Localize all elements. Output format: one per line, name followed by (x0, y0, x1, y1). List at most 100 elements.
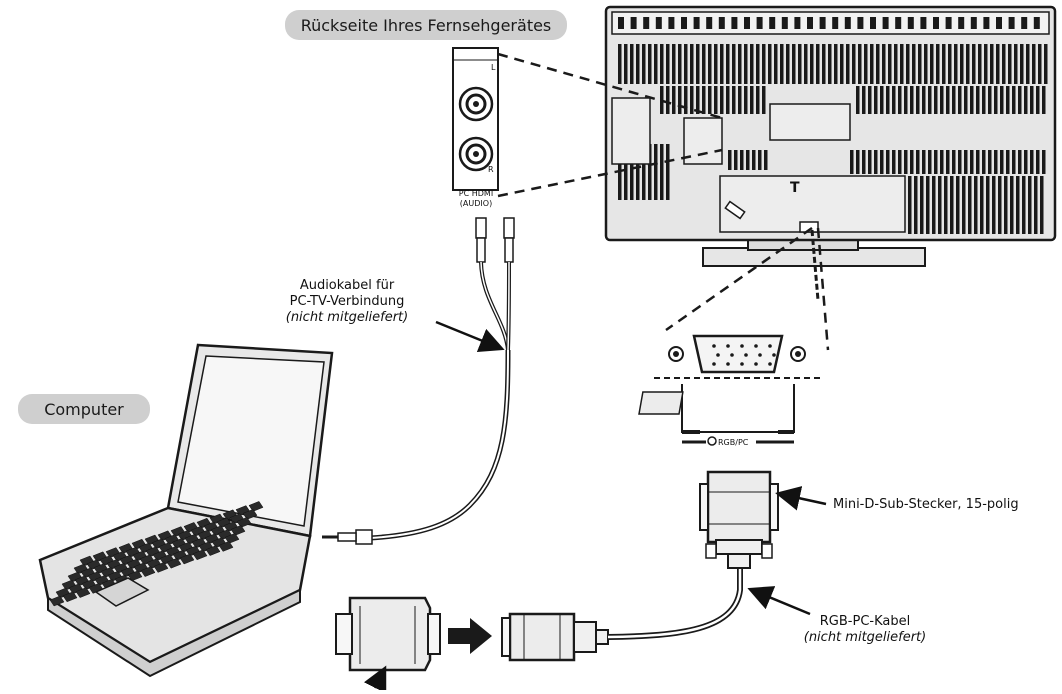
tv-vent-bar (708, 86, 712, 114)
tv-vent-bar (762, 86, 766, 114)
tv-vent-bar (762, 44, 766, 84)
tv-top-slot (630, 17, 637, 29)
tv-vent-bar (734, 150, 738, 170)
tv-vent-bar (944, 176, 948, 234)
tv-vent-bar (1036, 86, 1040, 114)
tv-vent-bar (744, 86, 748, 114)
laptop-key (236, 517, 252, 528)
tv-top-slot (857, 17, 864, 29)
tv-vent-bar (916, 86, 920, 114)
tv-vent-bar (690, 44, 694, 84)
tv-vent-bar (690, 86, 694, 114)
tv-top-slot (655, 17, 662, 29)
tv-vent-grilles (618, 44, 1048, 234)
tv-vent-bar (898, 86, 902, 114)
tv-vent-bar (934, 150, 938, 174)
svg-text:T: T (790, 180, 800, 196)
audio-jack-r-label: R (488, 165, 494, 174)
tv-vent-bar (892, 86, 896, 114)
tv-vent-bar (914, 176, 918, 234)
tv-vent-bar (982, 150, 986, 174)
tv-vent-bar (906, 44, 910, 84)
tv-vent-bar (938, 176, 942, 234)
dsub-pin (768, 362, 772, 366)
tv-vent-bar (928, 150, 932, 174)
tv-vent-bar (696, 44, 700, 84)
tv-vent-bar (1036, 150, 1040, 174)
tv-vent-bar (862, 86, 866, 114)
zoom-line-rgb-left (665, 226, 813, 332)
tv-vent-bar (780, 44, 784, 84)
tv-vent-bar (862, 150, 866, 174)
dsub-pin (726, 362, 730, 366)
tv-vent-bar (726, 86, 730, 114)
tv-vent-bar (904, 86, 908, 114)
tv-top-slot (958, 17, 965, 29)
audio-cable (322, 217, 515, 545)
tv-vent-bar (702, 86, 706, 114)
tv-vent-bar (956, 176, 960, 234)
tv-vent-bar (970, 150, 974, 174)
tv-vent-bar (660, 144, 664, 200)
tv-vent-bar (738, 44, 742, 84)
tv-vent-bar (950, 176, 954, 234)
tv-top-slot (983, 17, 990, 29)
tv-vent-bar (810, 44, 814, 84)
tv-vent-bar (786, 44, 790, 84)
tv-vent-bar (636, 144, 640, 200)
tv-vent-bar (642, 144, 646, 200)
tv-top-slot (933, 17, 939, 29)
tv-vent-bar (852, 44, 856, 84)
tv-vent-bar (958, 86, 962, 114)
tv-top-slot (819, 17, 826, 29)
tv-vent-bar (804, 44, 808, 84)
tv-vent-bar (980, 176, 984, 234)
tv-vent-bar (672, 86, 676, 114)
tv-vent-bar (850, 150, 854, 174)
rgb-cable-label-line1: RGB-PC-Kabel (819, 614, 911, 629)
tv-back-title: Rückseite Ihres Fernsehgerätes (285, 10, 567, 40)
tv-vent-bar (1006, 150, 1010, 174)
laptop-keyboard (49, 501, 264, 607)
tv-top-slot (1021, 17, 1028, 29)
tv-vent-bar (828, 44, 832, 84)
audio-jack-l-label: L (491, 63, 496, 72)
tv-vent-bar (994, 86, 998, 114)
tv-vent-bar (926, 176, 930, 234)
tv-vent-bar (1042, 86, 1046, 114)
tv-vent-bar (642, 44, 646, 84)
tv-vent-bar (994, 150, 998, 174)
tv-vent-bar (920, 176, 924, 234)
tv-vent-bar (932, 176, 936, 234)
tv-vent-bar (1030, 150, 1034, 174)
tv-vent-bar (1026, 44, 1030, 84)
tv-vent-bar (654, 44, 658, 84)
tv-vent-bar (904, 150, 908, 174)
audio-cable-arrow (435, 320, 505, 353)
tv-vent-bar (892, 150, 896, 174)
tv-center-panel (769, 103, 851, 141)
tv-vent-bar (986, 176, 990, 234)
rgb-port-label: RGB/PC (718, 438, 749, 447)
tv-top-slot (781, 17, 788, 29)
tv-rgb-port-small (799, 221, 819, 233)
tv-vent-bar (1032, 44, 1036, 84)
tv-vent-bar (964, 150, 968, 174)
adapter-direction-arrow (448, 618, 492, 654)
laptop-screen (177, 355, 325, 527)
tv-vent-bar (962, 176, 966, 234)
laptop-key (49, 595, 65, 607)
tv-vent-bar (1040, 176, 1044, 234)
tv-vent-bar (946, 86, 950, 114)
tv-vent-bar (1030, 86, 1034, 114)
tv-vent-bar (1022, 176, 1026, 234)
tv-vent-bar (654, 144, 658, 200)
audio-cable-label-line1: Audiokabel für (299, 278, 395, 293)
tv-top-slot (920, 17, 927, 29)
tv-vent-bar (792, 44, 796, 84)
tv-vent-bar (970, 86, 974, 114)
tv-vent-bar (846, 44, 850, 84)
tv-vent-bar (880, 150, 884, 174)
tv-vent-bar (918, 44, 922, 84)
